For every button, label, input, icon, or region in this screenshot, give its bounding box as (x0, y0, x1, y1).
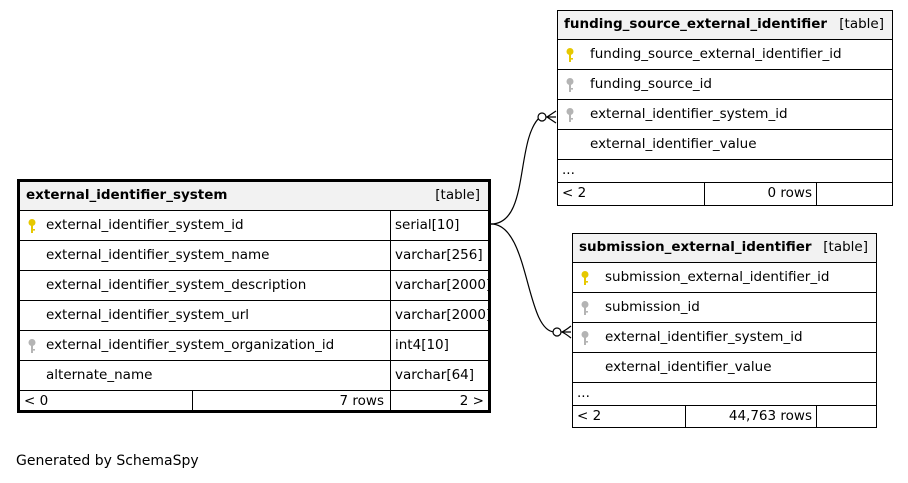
foreign-key-icon (579, 300, 591, 316)
table-footer: < 0 7 rows 2 > (20, 391, 488, 413)
table-name: funding_source_external_identifier (564, 16, 828, 32)
table-name: submission_external_identifier (579, 239, 812, 255)
foreign-key-icon (579, 330, 591, 346)
table-footer: < 2 44,763 rows (573, 406, 876, 428)
column-name: external_identifier_system_id (590, 106, 788, 122)
relationship-end-circle-submission (552, 327, 562, 337)
column-type: varchar[2000] (395, 277, 492, 293)
parents-count[interactable]: < 2 (577, 408, 602, 424)
table-row: external_identifier_system_id (573, 323, 876, 353)
table-footer: < 2 0 rows (558, 183, 892, 205)
column-name: external_identifier_system_id (605, 329, 803, 345)
primary-key-icon (579, 270, 591, 286)
table-row: external_identifier_system_name varchar[… (20, 241, 488, 271)
parents-count[interactable]: < 2 (562, 185, 587, 201)
foreign-key-icon (564, 107, 576, 123)
children-count[interactable]: 2 > (459, 393, 484, 409)
column-type: int4[10] (395, 337, 449, 353)
column-name: alternate_name (46, 367, 153, 383)
table-kind: [table] (839, 16, 884, 32)
row-count: 44,763 rows (728, 408, 812, 424)
column-name: external_identifier_system_url (46, 307, 250, 323)
table-header: funding_source_external_identifier [tabl… (558, 11, 892, 40)
relationship-crowfoot-funding (545, 110, 557, 124)
column-name: external_identifier_system_organization_… (46, 337, 335, 353)
table-row: external_identifier_value (558, 130, 892, 160)
more-indicator: ... (562, 162, 575, 178)
table-row: funding_source_id (558, 70, 892, 100)
primary-key-icon (26, 218, 38, 234)
parents-count[interactable]: < 0 (24, 393, 49, 409)
foreign-key-icon (26, 338, 38, 354)
column-name: external_identifier_system_description (46, 277, 307, 293)
column-type: varchar[256] (395, 247, 483, 263)
column-type: varchar[64] (395, 367, 475, 383)
table-name: external_identifier_system (26, 187, 228, 203)
more-indicator: ... (577, 385, 590, 401)
table-kind: [table] (435, 187, 480, 203)
table-kind: [table] (823, 239, 868, 255)
table-row: external_identifier_system_id serial[10] (20, 211, 488, 241)
column-name: external_identifier_system_name (46, 247, 270, 263)
table-row: submission_external_identifier_id (573, 263, 876, 293)
table-header: submission_external_identifier [table] (573, 234, 876, 263)
row-count: 7 rows (339, 393, 384, 409)
relationship-crowfoot-submission (560, 325, 572, 339)
generated-by-label: Generated by SchemaSpy (16, 453, 199, 469)
column-name: external_identifier_value (590, 136, 757, 152)
column-name: funding_source_id (590, 76, 712, 92)
row-count: 0 rows (767, 185, 812, 201)
column-name: funding_source_external_identifier_id (590, 46, 842, 62)
table-row-more: ... (558, 160, 892, 183)
relationship-line-funding (490, 116, 556, 225)
table-submission-external-identifier[interactable]: submission_external_identifier [table] s… (572, 233, 877, 428)
table-row: external_identifier_system_description v… (20, 271, 492, 301)
table-external-identifier-system[interactable]: external_identifier_system [table] exter… (17, 179, 491, 413)
table-header: external_identifier_system [table] (20, 182, 488, 211)
table-funding-source-external-identifier[interactable]: funding_source_external_identifier [tabl… (557, 10, 893, 206)
column-name: external_identifier_system_id (46, 217, 244, 233)
table-row: submission_id (573, 293, 876, 323)
column-name: submission_external_identifier_id (605, 269, 830, 285)
column-type: varchar[2000] (395, 307, 492, 323)
relationship-end-circle-funding (537, 112, 547, 122)
table-row: external_identifier_value (573, 353, 876, 383)
relationship-line-submission (490, 223, 571, 333)
table-row-more: ... (573, 383, 876, 406)
table-row: external_identifier_system_url varchar[2… (20, 301, 492, 331)
column-type: serial[10] (395, 217, 460, 233)
table-row: external_identifier_system_id (558, 100, 892, 130)
table-row: funding_source_external_identifier_id (558, 40, 892, 70)
foreign-key-icon (564, 77, 576, 93)
table-row: alternate_name varchar[64] (20, 361, 488, 391)
column-name: external_identifier_value (605, 359, 772, 375)
primary-key-icon (564, 47, 576, 63)
column-name: submission_id (605, 299, 700, 315)
table-row: external_identifier_system_organization_… (20, 331, 488, 361)
